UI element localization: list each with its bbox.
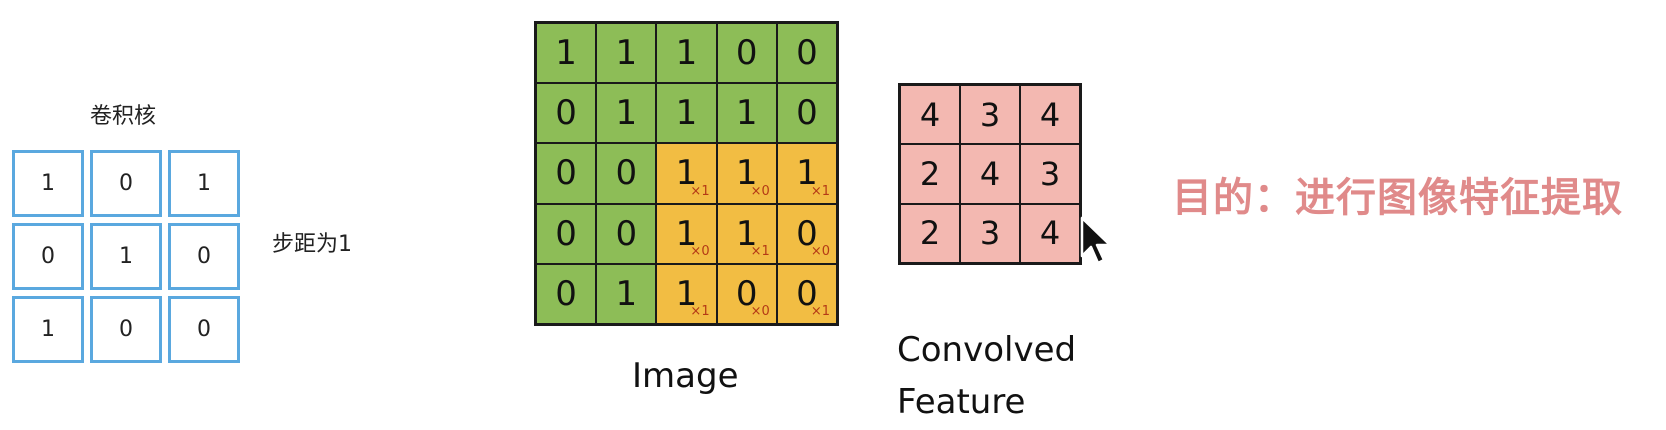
- image-cell: 1: [596, 83, 657, 144]
- stride-label: 步距为1: [272, 232, 352, 257]
- image-cell-value: 0: [796, 273, 818, 314]
- kernel-cell: 0: [168, 223, 240, 290]
- kernel-cell: 0: [90, 296, 162, 363]
- feature-cell: 4: [1020, 85, 1080, 145]
- image-cell-value: 0: [555, 93, 577, 134]
- image-cell: 1: [656, 83, 717, 144]
- image-cell-value: 0: [796, 33, 818, 74]
- image-cell-value: 1: [615, 93, 638, 134]
- image-cell-value: 0: [796, 213, 818, 254]
- convolved-feature-label-line1: Convolved: [897, 330, 1077, 370]
- image-cell: 0: [596, 143, 657, 204]
- feature-cell: 3: [960, 85, 1020, 145]
- image-cell: 1×0: [716, 143, 777, 204]
- feature-cell: 4: [900, 85, 960, 145]
- image-cell: 0: [536, 263, 597, 324]
- image-cell-value: 1: [735, 93, 758, 134]
- image-cell-value: 0: [615, 153, 638, 194]
- image-cell-value: 1: [675, 273, 698, 314]
- image-cell: 1×1: [656, 263, 717, 324]
- image-cell-value: 0: [735, 33, 758, 74]
- image-cell: 1: [536, 23, 597, 84]
- image-cell: 1×0: [656, 203, 717, 264]
- image-cell: 1: [596, 23, 657, 84]
- kernel-weight-label: ×1: [750, 243, 770, 259]
- image-cell: 0: [536, 203, 597, 264]
- purpose-text: 目的：进行图像特征提取: [1172, 175, 1623, 221]
- image-cell-value: 1: [615, 273, 638, 314]
- image-cell: 1: [596, 263, 657, 324]
- image-cell: 0: [536, 83, 597, 144]
- kernel-weight-label: ×1: [690, 304, 710, 319]
- image-cell: 0: [716, 23, 777, 84]
- feature-cell: 4: [1020, 203, 1080, 263]
- kernel-weight-label: ×0: [690, 243, 710, 259]
- image-cell-value: 0: [735, 273, 758, 314]
- image-cell: 0: [536, 143, 597, 204]
- kernel-weight-label: ×0: [750, 304, 770, 319]
- image-cell-value: 1: [615, 33, 638, 74]
- image-cell: 0: [776, 23, 837, 84]
- convolved-feature-label: Convolved Feature: [897, 324, 1076, 428]
- kernel-weight-label: ×1: [690, 183, 710, 199]
- kernel-cell: 0: [12, 223, 84, 290]
- mouse-pointer-icon: [1080, 216, 1112, 265]
- image-cell-value: 0: [796, 93, 818, 134]
- image-cell: 0×0: [776, 203, 837, 264]
- image-cell: 1: [716, 83, 777, 144]
- kernel-cell: 1: [90, 223, 162, 290]
- feature-cell: 3: [1020, 144, 1080, 204]
- image-cell-value: 0: [615, 213, 638, 254]
- image-cell: 1×1: [716, 203, 777, 264]
- image-cell: 0: [596, 203, 657, 264]
- image-cell-value: 1: [675, 93, 698, 134]
- kernel-cell: 1: [168, 150, 240, 217]
- kernel-weight-label: ×1: [810, 304, 830, 319]
- image-cell-value: 1: [675, 153, 698, 194]
- image-cell-value: 1: [735, 153, 758, 194]
- image-cell-value: 0: [555, 273, 577, 314]
- convolved-feature-label-line2: Feature: [897, 382, 1026, 422]
- kernel-cell: 1: [12, 296, 84, 363]
- image-cell-value: 1: [796, 153, 818, 194]
- image-cell: 0: [776, 83, 837, 144]
- kernel-cell: 0: [168, 296, 240, 363]
- image-cell-value: 1: [735, 213, 758, 254]
- kernel-cell: 0: [90, 150, 162, 217]
- feature-cell: 4: [960, 144, 1020, 204]
- image-cell: 1×1: [776, 143, 837, 204]
- image-cell-value: 1: [675, 33, 698, 74]
- kernel-title: 卷积核: [90, 104, 157, 129]
- image-cell-value: 1: [555, 33, 577, 74]
- feature-cell: 2: [900, 144, 960, 204]
- kernel-cell: 1: [12, 150, 84, 217]
- image-cell: 1×1: [656, 143, 717, 204]
- image-cell: 0×0: [716, 263, 777, 324]
- kernel-weight-label: ×1: [810, 183, 830, 199]
- feature-cell: 2: [900, 203, 960, 263]
- image-cell-value: 0: [555, 213, 577, 254]
- image-cell-value: 0: [555, 153, 577, 194]
- feature-cell: 3: [960, 203, 1020, 263]
- kernel-weight-label: ×0: [750, 183, 770, 199]
- image-label: Image: [632, 356, 739, 396]
- kernel-weight-label: ×0: [810, 243, 830, 259]
- image-cell-value: 1: [675, 213, 698, 254]
- image-cell: 1: [656, 23, 717, 84]
- image-cell: 0×1: [776, 263, 837, 324]
